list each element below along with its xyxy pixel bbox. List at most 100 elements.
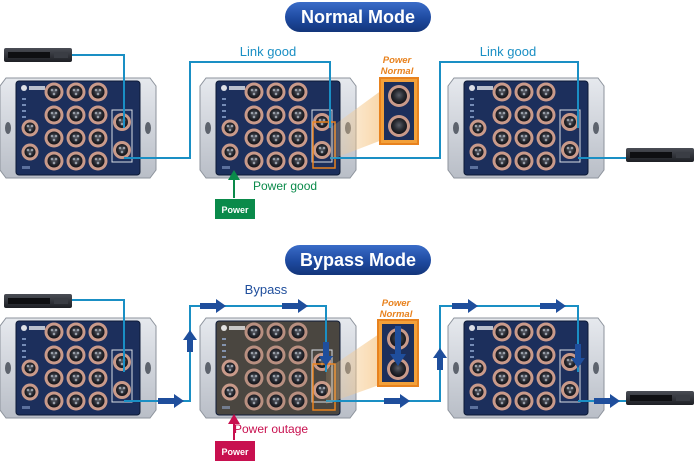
m12-connector-icon xyxy=(288,151,308,171)
m12-connector-icon xyxy=(221,359,239,377)
bypass-mode-title: Bypass Mode xyxy=(300,250,416,270)
m12-connector-icon xyxy=(469,383,487,401)
m12-connector-icon xyxy=(492,368,512,388)
power-normal-callout: Power Normal xyxy=(330,55,419,160)
arrow-icon xyxy=(540,299,566,313)
m12-connector-icon xyxy=(561,381,579,399)
m12-connector-icon xyxy=(492,105,512,125)
planet-logo xyxy=(221,325,245,331)
planet-logo xyxy=(21,325,45,331)
m12-connector-icon xyxy=(44,322,64,342)
m12-connector-icon xyxy=(44,105,64,125)
m12-connector-icon xyxy=(66,391,86,411)
network-switch-icon xyxy=(4,48,72,62)
m12-connector-icon xyxy=(492,345,512,365)
planet-logo xyxy=(221,85,245,91)
planet-logo xyxy=(21,85,45,91)
power-outage-indicator: Power outage Power xyxy=(215,414,308,461)
m12-connector-icon xyxy=(221,383,239,401)
m12-connector-icon xyxy=(113,141,131,159)
m12-connector-icon xyxy=(514,82,534,102)
m12-connector-icon xyxy=(88,345,108,365)
bypass-mode-banner: Bypass Mode xyxy=(285,245,431,275)
m12-connector-icon xyxy=(313,141,331,159)
m12-connector-icon xyxy=(88,322,108,342)
m12-connector-icon xyxy=(288,391,308,411)
m12-connector-icon xyxy=(536,391,556,411)
m12-connector-icon xyxy=(113,113,131,131)
arrow-icon xyxy=(282,299,308,313)
m12-connector-icon xyxy=(266,105,286,125)
m12-connector-icon xyxy=(514,368,534,388)
m12-connector-icon xyxy=(244,368,264,388)
m12-connector-icon xyxy=(66,345,86,365)
power-normal-line1-bypass: Power xyxy=(382,298,412,309)
industrial-switch-device xyxy=(199,317,357,419)
m12-connector-icon xyxy=(244,105,264,125)
industrial-switch-device xyxy=(199,77,357,179)
industrial-switch-device xyxy=(447,77,605,179)
m12-connector-icon xyxy=(288,82,308,102)
m12-connector-icon xyxy=(44,151,64,171)
arrow-icon xyxy=(571,344,585,368)
m12-connector-icon xyxy=(514,345,534,365)
m12-connector-icon xyxy=(288,322,308,342)
arrow-icon xyxy=(158,394,184,408)
m12-connector-icon xyxy=(44,391,64,411)
planet-logo xyxy=(469,85,493,91)
m12-connector-icon xyxy=(536,151,556,171)
m12-connector-icon xyxy=(492,322,512,342)
m12-connector-icon xyxy=(514,128,534,148)
m12-connector-icon xyxy=(492,128,512,148)
network-switch-icon xyxy=(4,294,72,308)
m12-connector-icon xyxy=(288,105,308,125)
m12-connector-icon xyxy=(536,368,556,388)
bypass-label: Bypass xyxy=(245,282,288,297)
m12-connector-icon xyxy=(266,82,286,102)
m12-connector-icon xyxy=(88,391,108,411)
m12-connector-icon xyxy=(66,82,86,102)
m12-connector-icon xyxy=(536,105,556,125)
m12-connector-icon xyxy=(66,128,86,148)
link-good-label-left: Link good xyxy=(240,44,296,59)
m12-connector-icon xyxy=(244,151,264,171)
power-normal-line2: Normal xyxy=(381,66,414,77)
m12-connector-icon xyxy=(244,322,264,342)
m12-connector-icon xyxy=(536,82,556,102)
m12-connector-icon xyxy=(266,128,286,148)
m12-connector-icon xyxy=(469,119,487,137)
power-button-bypass: Power xyxy=(221,447,249,457)
m12-connector-icon xyxy=(536,128,556,148)
m12-connector-icon xyxy=(21,143,39,161)
m12-connector-icon xyxy=(561,141,579,159)
m12-connector-icon xyxy=(21,119,39,137)
m12-connector-icon xyxy=(514,105,534,125)
m12-connector-icon xyxy=(536,322,556,342)
m12-connector-icon xyxy=(266,322,286,342)
power-good-indicator: Power good Power xyxy=(215,170,317,219)
m12-connector-icon xyxy=(469,359,487,377)
m12-connector-icon xyxy=(113,353,131,371)
industrial-switch-device xyxy=(447,317,605,419)
industrial-switch-device xyxy=(0,77,157,179)
m12-connector-icon xyxy=(44,82,64,102)
m12-connector-icon xyxy=(266,345,286,365)
m12-connector-icon xyxy=(514,151,534,171)
network-switch-icon xyxy=(626,148,694,162)
power-normal-line2-bypass: Normal xyxy=(380,309,413,320)
normal-mode-banner: Normal Mode xyxy=(285,2,431,32)
m12-connector-icon xyxy=(44,368,64,388)
m12-connector-icon xyxy=(88,128,108,148)
m12-connector-icon xyxy=(44,345,64,365)
m12-connector-icon xyxy=(113,381,131,399)
m12-connector-icon xyxy=(266,151,286,171)
arrow-icon xyxy=(452,299,478,313)
m12-connector-icon xyxy=(561,113,579,131)
m12-connector-icon xyxy=(288,128,308,148)
network-switch-icon xyxy=(626,391,694,405)
power-outage-label: Power outage xyxy=(234,422,308,436)
normal-link-lines xyxy=(72,54,626,159)
arrow-icon xyxy=(594,394,620,408)
power-normal-line1: Power xyxy=(383,55,413,66)
